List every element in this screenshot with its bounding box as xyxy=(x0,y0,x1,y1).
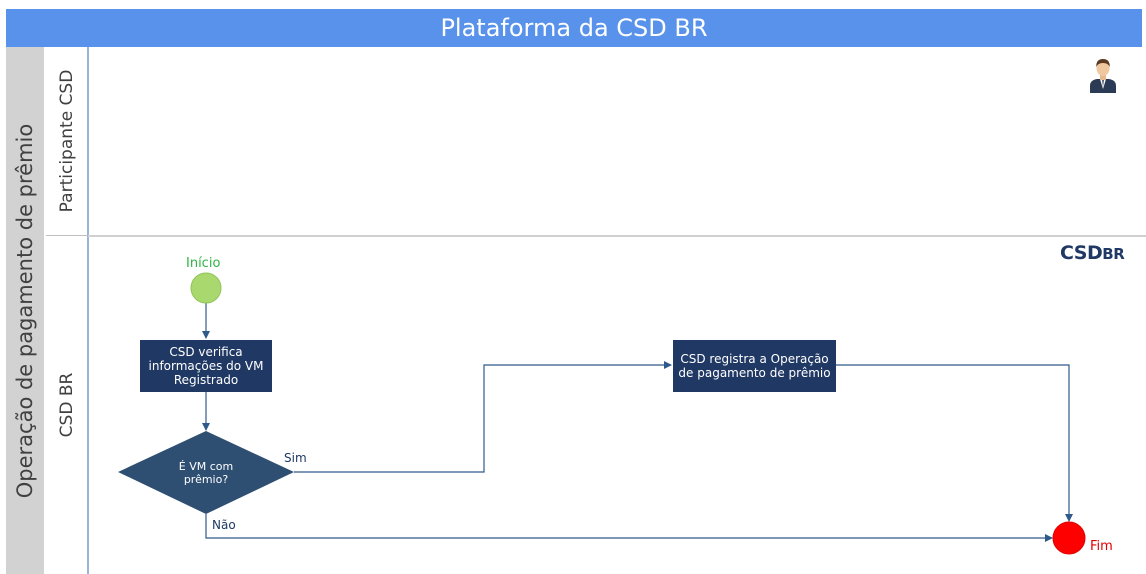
edge-register-end xyxy=(836,364,1073,522)
decision-gateway xyxy=(118,431,294,514)
edge-yes xyxy=(294,361,672,473)
pool-label: Operação de pagamento de prêmio xyxy=(6,47,44,574)
task-register: CSD registra a Operação de pagamento de … xyxy=(673,340,836,392)
lane-label-participante: Participante CSD xyxy=(46,47,89,236)
edge-label-no: Não xyxy=(212,518,236,532)
start-event xyxy=(190,272,222,304)
end-label: Fim xyxy=(1090,539,1113,554)
person-avatar-icon xyxy=(1090,59,1116,93)
start-label: Início xyxy=(186,256,221,271)
logo-text-csd: CSD xyxy=(1060,242,1103,264)
csd-br-logo: CSDBR xyxy=(1060,242,1125,264)
lane-divider xyxy=(88,235,1146,237)
lane-label-csd-br: CSD BR xyxy=(46,236,89,574)
decision-label: É VM com prêmio? xyxy=(178,460,234,486)
edge-label-yes: Sim xyxy=(284,451,307,465)
end-event xyxy=(1052,521,1086,555)
logo-text-br: BR xyxy=(1102,245,1125,263)
task-verify: CSD verifica informações do VM Registrad… xyxy=(140,340,272,392)
diagram-title: Plataforma da CSD BR xyxy=(6,9,1142,47)
edge-no xyxy=(205,514,1053,542)
